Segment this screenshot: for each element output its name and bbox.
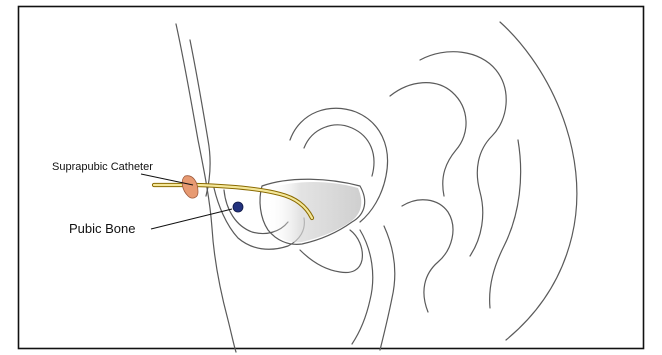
sacrum-outline xyxy=(490,140,521,308)
catheter-label: Suprapubic Catheter xyxy=(52,161,153,173)
bowel-loop-3 xyxy=(402,200,453,312)
pubic-bone-marker xyxy=(233,202,243,212)
bowel-loop-1 xyxy=(390,83,466,196)
bowel-loop-4 xyxy=(380,226,395,350)
figure-border xyxy=(19,7,644,349)
bone-label: Pubic Bone xyxy=(69,221,136,236)
bone-leader-line xyxy=(151,209,232,229)
bladder-shading xyxy=(267,182,361,242)
catheter-cuff xyxy=(182,176,198,198)
abdominal-wall-inner xyxy=(190,40,210,196)
back-outline xyxy=(500,22,577,340)
uterus-inner xyxy=(304,125,374,176)
rectum-outline xyxy=(352,230,373,344)
bowel-loop-2 xyxy=(420,52,506,256)
